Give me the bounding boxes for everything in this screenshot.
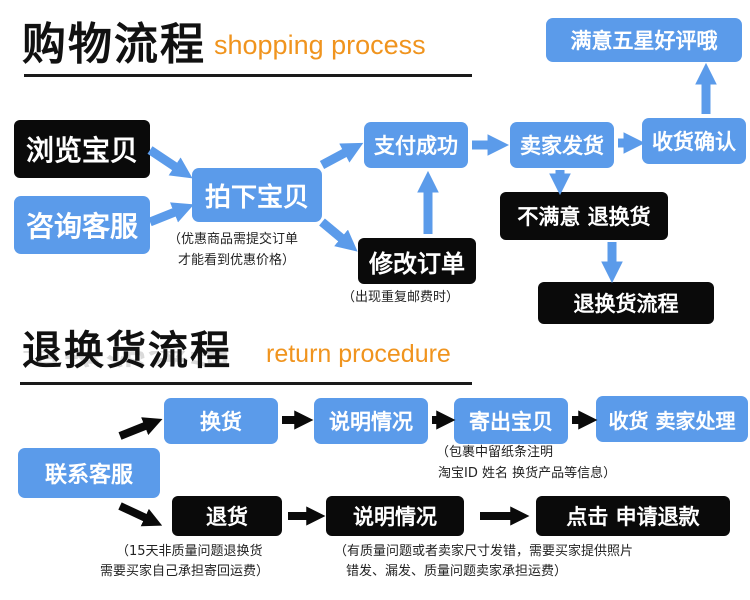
repeat-postage-note: （出现重复邮费时） [342,290,460,305]
days-note-line-1: （15天非质量问题退换货 [116,544,263,559]
buy-item-step: 拍下宝贝 [192,168,322,222]
shopping-title-underline [24,74,472,77]
arrow-consult-to-buy [148,202,195,227]
shopping-title-cn: 购物流程 [22,19,206,70]
arrow-contact-to-refund [118,502,163,527]
return-title-cn: 退换货流程 [22,327,232,374]
discount-note-line-2: 才能看到优惠价格） [178,253,296,268]
five-star-rating-step: 满意五星好评哦 [546,18,742,62]
quality-note-line-1: （有质量问题或者卖家尺寸发错，需要买家提供照片 [334,544,634,559]
arrow-buy-to-modify [319,218,358,252]
return-flow-step: 退换货流程 [538,282,714,324]
contact-service-step: 联系客服 [18,448,160,498]
modify-order-step: 修改订单 [358,238,476,284]
return-title-underline [20,382,472,385]
exchange-step: 换货 [164,398,278,444]
seller-ship-step: 卖家发货 [510,122,614,168]
days-note-line-2: 需要买家自己承担寄回运费） [100,564,270,579]
discount-note-line-1: （优惠商品需提交订单 [168,232,299,247]
shopping-title-en: shopping process [214,30,426,60]
quality-note-line-2: 错发、漏发、质量问题卖家承担运费） [346,564,568,579]
receipt-confirm-step: 收货确认 [642,118,746,164]
unsatisfied-return-step: 不满意 退换货 [500,192,668,240]
apply-refund-step: 点击 申请退款 [536,496,730,536]
payment-success-step: 支付成功 [364,122,468,168]
arrow-contact-to-exchange [118,417,163,440]
consult-service-step: 咨询客服 [14,196,150,254]
arrow-buy-to-pay [319,142,364,169]
browse-item-step: 浏览宝贝 [14,120,150,178]
send-item-step: 寄出宝贝 [454,398,568,444]
refund-step: 退货 [172,496,282,536]
package-note-line-1: （包裹中留纸条注明 [436,445,554,460]
arrow-browse-to-buy [147,146,193,179]
explain-exchange-step: 说明情况 [314,398,428,444]
seller-handle-step: 收货 卖家处理 [596,396,748,442]
explain-refund-step: 说明情况 [326,496,464,536]
package-note-line-2: 淘宝ID 姓名 换货产品等信息） [438,466,617,481]
return-title-en: return procedure [266,340,451,368]
